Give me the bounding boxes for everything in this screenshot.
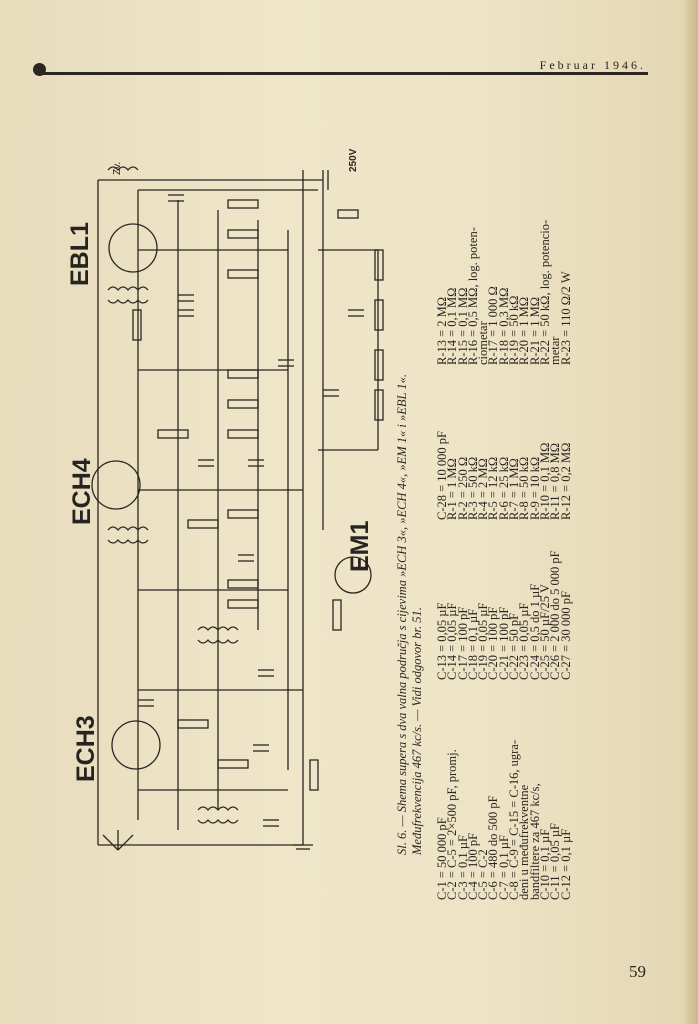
parts-list-item: C-12 = 0,1 µF	[558, 828, 573, 900]
tube-label-ebl1: EBL1	[66, 222, 94, 286]
parts-list-item: R-23 = 110 Ω/2 W	[558, 271, 573, 365]
figure-caption: Sl. 6. — Shema supera s dva valna područ…	[395, 374, 425, 855]
caption-line-2: Međufrekvencija 467 kc/s. — Vidi odgovor…	[410, 607, 424, 855]
tube-label-ech3: ECH3	[72, 715, 100, 782]
header-rule	[38, 72, 648, 75]
page-number: 59	[629, 962, 646, 981]
speaker-label: Zv.	[112, 161, 123, 175]
parts-list-item: C-27 = 30 000 pF	[558, 590, 573, 680]
tube-label-ech4: ECH4	[68, 458, 96, 525]
power-label: 250V	[348, 148, 359, 172]
page-edge	[684, 0, 698, 1024]
parts-list-column-2: C-13 = 0,05 µF C-14 = 0,05 µF C-17 = 100…	[435, 550, 573, 680]
parts-list-column-1: C-1 = 50 000 pF C-2 = C-5 = 2×500 pF, pr…	[435, 740, 573, 900]
circuit-schematic	[91, 166, 384, 851]
parts-list-column-4: R-13 = 2 MΩ R-14 = 0,1 MΩ R-15 = 0,1 MΩ …	[435, 220, 573, 365]
header-title: Februar 1946.	[539, 58, 646, 72]
caption-line-1: Sl. 6. — Shema supera s dva valna područ…	[395, 374, 409, 855]
parts-list-column-3: C-28 = 10 000 pF R-1 = 1 MΩ R-2 = 250 Ω …	[435, 431, 573, 520]
parts-list-item: R-12 = 0,2 MΩ	[558, 442, 573, 520]
tube-label-em1: EM1	[346, 520, 374, 572]
